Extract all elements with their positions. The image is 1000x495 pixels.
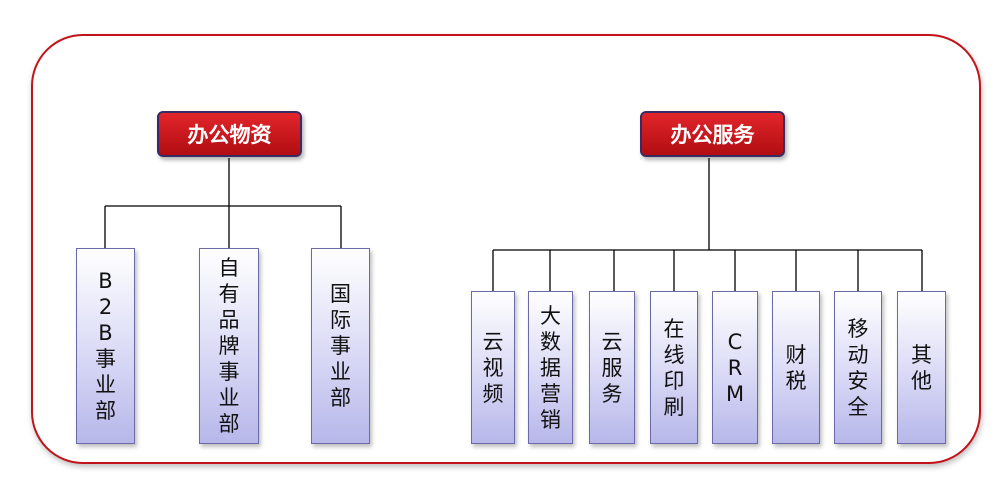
node-finance-tax: 财税 (772, 291, 820, 444)
node-own-brand-division: 自有品牌事业部 (199, 248, 259, 444)
node-cloud-service: 云服务 (589, 291, 635, 444)
node-label: B2B事业部 (95, 269, 116, 423)
node-other: 其他 (897, 291, 946, 444)
node-label: 财税 (785, 342, 807, 393)
node-label: CRM (725, 329, 745, 406)
node-label: 云视频 (482, 329, 504, 406)
node-label: 在线印刷 (663, 316, 685, 419)
node-online-printing: 在线印刷 (650, 291, 698, 444)
node-big-data-marketing: 大数据营销 (528, 291, 573, 444)
node-international-division: 国际事业部 (311, 248, 370, 444)
node-label: 云服务 (601, 329, 623, 406)
node-cloud-video: 云视频 (471, 291, 515, 444)
node-label: 国际事业部 (330, 282, 351, 410)
group-header-office-supplies: 办公物资 (157, 111, 302, 157)
group-header-office-services: 办公服务 (640, 111, 785, 157)
node-label: 大数据营销 (540, 303, 561, 432)
node-label: 其他 (911, 342, 932, 393)
node-mobile-security: 移动安全 (834, 291, 882, 444)
node-crm: CRM (712, 291, 758, 444)
node-label: 自有品牌事业部 (218, 256, 240, 436)
node-b2b-division: B2B事业部 (76, 248, 135, 444)
node-label: 移动安全 (847, 316, 869, 419)
